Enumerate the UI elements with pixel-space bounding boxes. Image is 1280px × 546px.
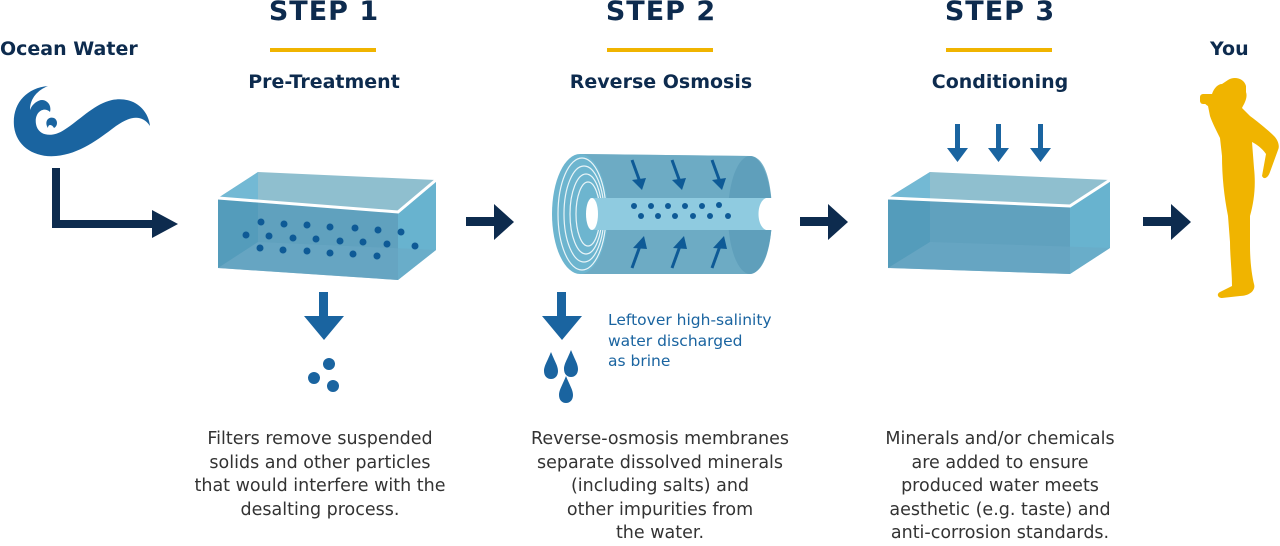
step-2-name: Reverse Osmosis: [569, 71, 753, 93]
membrane-cylinder-icon: [552, 154, 772, 274]
brine-note: Leftover high-salinity water discharged …: [608, 311, 772, 370]
step-3-name: Conditioning: [931, 71, 1069, 93]
step-3-divider: [946, 48, 1052, 52]
step-1-divider: [270, 48, 376, 52]
brine-drops-icon: [544, 350, 578, 403]
step-3-description: Minerals and/or chemicals are added to e…: [885, 429, 1115, 543]
step-1-description: Filters remove suspended solids and othe…: [194, 429, 446, 520]
flow-arrow-2: [800, 204, 848, 240]
step-2-divider: [607, 48, 713, 52]
particles-icon: [308, 358, 339, 392]
destination-label: You: [1210, 38, 1249, 60]
wave-icon: [13, 86, 150, 157]
addition-arrows-icon: [947, 124, 1051, 162]
flow-arrow-elbow: [52, 168, 178, 238]
step-1-name: Pre-Treatment: [248, 71, 400, 93]
down-arrow-step-1: [304, 292, 344, 340]
step-2-description: Reverse-osmosis membranes separate disso…: [530, 429, 790, 543]
flow-arrow-3: [1143, 204, 1191, 240]
tank-with-additions-icon: [887, 172, 1111, 274]
flow-arrow-1: [466, 204, 514, 240]
down-arrow-step-2: [542, 292, 582, 340]
step-2-label: STEP 2: [605, 0, 717, 27]
person-drinking-icon: [1200, 78, 1279, 298]
tank-with-particles-icon: [217, 172, 437, 280]
step-1-label: STEP 1: [268, 0, 380, 27]
step-3-label: STEP 3: [944, 0, 1056, 27]
particles-in-tank: [242, 218, 419, 260]
source-label: Ocean Water: [0, 38, 138, 60]
